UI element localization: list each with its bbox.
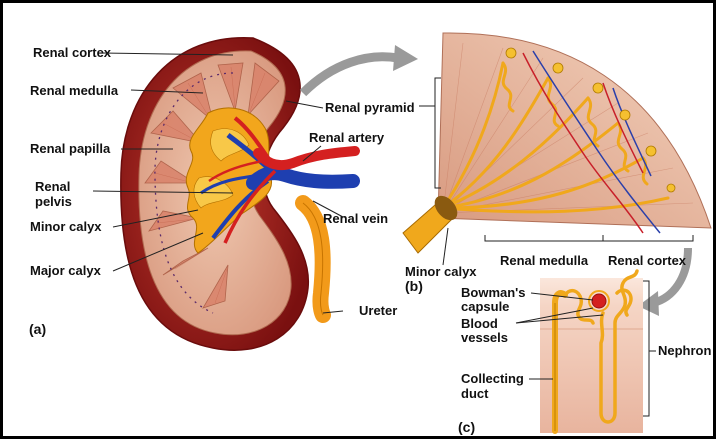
- label-renal-papilla: Renal papilla: [30, 141, 110, 156]
- label-b-renal-cortex: Renal cortex: [608, 253, 686, 268]
- label-renal-pelvis-line1: Renal: [35, 179, 70, 194]
- label-collecting-duct-line2: duct: [461, 386, 488, 401]
- label-minor-calyx: Minor calyx: [30, 219, 102, 234]
- glomerulus: [592, 294, 606, 308]
- kidney-section: [121, 38, 355, 350]
- panel-label-a: (a): [29, 322, 46, 337]
- label-renal-medulla: Renal medulla: [30, 83, 118, 98]
- label-bowmans-line2: capsule: [461, 299, 509, 314]
- arrow-a-to-b: [303, 57, 398, 93]
- label-renal-cortex: Renal cortex: [33, 45, 111, 60]
- label-renal-pyramid: Renal pyramid: [325, 100, 415, 115]
- label-b-minor-calyx: Minor calyx: [405, 264, 477, 279]
- label-renal-vein: Renal vein: [323, 211, 388, 226]
- label-bowmans-line1: Bowman's: [461, 285, 526, 300]
- label-renal-pelvis-line2: pelvis: [35, 194, 72, 209]
- panel-label-c: (c): [458, 420, 475, 435]
- pyramid-section: [403, 33, 711, 253]
- label-blood-vessels-line1: Blood: [461, 316, 498, 331]
- label-collecting-duct-line1: Collecting: [461, 371, 524, 386]
- label-renal-artery: Renal artery: [309, 130, 384, 145]
- panel-label-b: (b): [405, 279, 423, 294]
- label-b-renal-medulla: Renal medulla: [500, 253, 588, 268]
- label-blood-vessels-line2: vessels: [461, 330, 508, 345]
- label-major-calyx: Major calyx: [30, 263, 101, 278]
- label-nephron: Nephron: [658, 343, 711, 358]
- label-ureter: Ureter: [359, 303, 397, 318]
